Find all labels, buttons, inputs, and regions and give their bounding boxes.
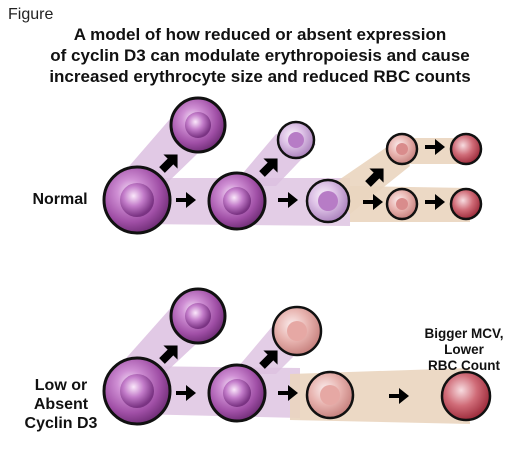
cell-low-upper-2: [271, 305, 323, 357]
figure-title: A model of how reduced or absent express…: [20, 24, 500, 87]
arrow-right-icon: [425, 139, 445, 155]
annotation-line-1: Bigger MCV,: [424, 326, 504, 341]
arrow-right-icon: [278, 192, 298, 208]
arrow-right-icon: [389, 388, 409, 404]
cell-low-progenitor: [102, 356, 172, 426]
figure-label: Figure: [8, 6, 54, 23]
annotation-line-2: Lower: [444, 342, 484, 357]
cell-normal-mid-3: [385, 187, 419, 221]
cell-normal-upper-2: [276, 120, 316, 160]
arrow-right-icon: [425, 194, 445, 210]
cell-normal-rbc-lower: [449, 187, 483, 221]
row-label-low-cyclin: Low or Absent Cyclin D3: [18, 376, 104, 433]
annotation-line-3: RBC Count: [428, 358, 500, 373]
cell-low-rbc-large: [440, 370, 492, 422]
cell-normal-mid-1: [207, 171, 267, 231]
cell-normal-upper-1: [169, 96, 227, 154]
cell-normal-rbc-upper: [449, 132, 483, 166]
arrow-diagonal-icon: [159, 345, 178, 364]
arrow-right-icon: [278, 385, 298, 401]
cell-low-upper-1: [169, 287, 227, 345]
annotation-bigger-mcv: Bigger MCV, Lower RBC Count: [412, 326, 516, 374]
cell-low-mid-2: [305, 370, 355, 420]
arrow-diagonal-icon: [259, 158, 278, 177]
row-label-normal: Normal: [32, 191, 88, 208]
row-label-low-line-2: Absent: [33, 396, 89, 413]
title-line-2: of cyclin D3 can modulate erythropoiesis…: [50, 46, 470, 65]
cell-normal-upper-3: [385, 132, 419, 166]
cell-normal-mid-2: [305, 178, 351, 224]
title-line-3: increased erythrocyte size and reduced R…: [49, 67, 471, 86]
title-line-1: A model of how reduced or absent express…: [73, 25, 447, 44]
cell-normal-progenitor: [102, 165, 172, 235]
arrow-right-icon: [176, 385, 196, 401]
arrow-diagonal-icon: [365, 168, 384, 187]
arrow-diagonal-icon: [159, 154, 178, 173]
row-label-low-line-1: Low or: [34, 377, 88, 394]
arrow-right-icon: [363, 194, 383, 210]
arrow-right-icon: [176, 192, 196, 208]
cell-low-mid-1: [207, 363, 267, 423]
arrow-diagonal-icon: [259, 350, 278, 369]
row-label-low-line-3: Cyclin D3: [24, 415, 98, 432]
